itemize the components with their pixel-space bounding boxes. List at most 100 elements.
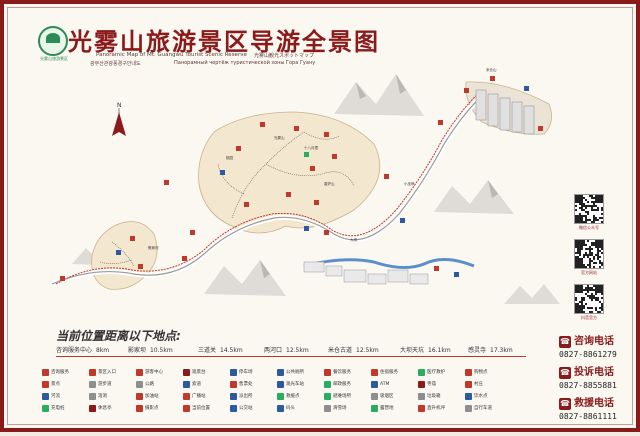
town-south xyxy=(303,261,429,285)
legend-symbol-icon xyxy=(230,393,237,400)
legend-item: 售票处 xyxy=(230,381,274,389)
legend-item: 餐饮服务 xyxy=(324,369,368,377)
legend-item: 医疗救护 xyxy=(418,369,462,377)
legend-label: 码头 xyxy=(286,406,295,411)
qr-caption: 微信公众号 xyxy=(579,225,599,230)
legend-label: 游客中心 xyxy=(145,370,163,375)
qr-caption: 抖音官方 xyxy=(581,315,597,320)
qr-caption: 官方网站 xyxy=(581,270,597,275)
logo-caption: 光雾山旅游景区 xyxy=(40,56,68,61)
legend-label: 公路 xyxy=(145,382,154,387)
legend-label: 观景台 xyxy=(192,370,206,375)
qr-code-icon[interactable] xyxy=(574,239,604,269)
map-tag-7[interactable]: 米仓山 xyxy=(486,68,497,72)
qr-block-1[interactable]: 官方网站 xyxy=(574,239,604,276)
legend-symbol-icon xyxy=(465,369,472,376)
legend-label: 垃圾箱 xyxy=(427,394,441,399)
legend-item: 吸烟区 xyxy=(371,393,415,401)
poi-markers[interactable] xyxy=(60,76,543,281)
distance-divider xyxy=(56,356,526,357)
trail-west xyxy=(99,241,135,267)
legend-symbol-icon xyxy=(183,405,190,412)
legend-item: 公共厕所 xyxy=(277,369,321,377)
phone-consult[interactable]: ☎ 咨询电话 0827-8861279 xyxy=(559,336,640,359)
legend-item: 公路 xyxy=(136,381,180,389)
legend-symbol-icon xyxy=(465,405,472,412)
legend-item: 邮政服务 xyxy=(324,381,368,389)
map-tag-0[interactable]: 光雾山 xyxy=(274,136,285,140)
phone-complaint[interactable]: ☎ 投诉电话 0827-8855881 xyxy=(559,367,640,390)
scenic-logo: 光雾山旅游景区 xyxy=(38,26,68,61)
legend-item: 景区入口 xyxy=(89,369,133,377)
legend-symbol-icon xyxy=(371,381,378,388)
legend-symbol-icon xyxy=(89,381,96,388)
map-tag-5[interactable]: 焦家河 xyxy=(148,246,159,250)
qr-block-2[interactable]: 抖音官方 xyxy=(574,284,604,321)
legend-symbol-icon xyxy=(418,405,425,412)
phone-number[interactable]: 0827-8855881 xyxy=(559,381,617,390)
map-tag-4[interactable]: 大坝 xyxy=(350,238,357,242)
legend-item: 自行车道 xyxy=(465,405,509,413)
qr-pattern xyxy=(575,285,603,313)
legend-label: 广播站 xyxy=(192,394,206,399)
legend-item: 咨询服务 xyxy=(42,369,86,377)
legend-item: ATM xyxy=(371,381,415,389)
legend-item: 码头 xyxy=(277,405,321,413)
legend-label: 停车场 xyxy=(239,370,253,375)
legend-label: 充电桩 xyxy=(51,406,65,411)
qr-code-icon[interactable] xyxy=(574,194,604,224)
compass-label: N xyxy=(117,102,122,109)
legend-symbol-icon xyxy=(183,381,190,388)
map-tag-6[interactable]: 小巫峡 xyxy=(404,182,415,186)
map-tag-2[interactable]: 十八月潭 xyxy=(304,146,318,150)
legend-label: 景区入口 xyxy=(98,370,116,375)
legend-label: 休息亭 xyxy=(98,406,112,411)
phone-rescue[interactable]: ☎ 救援电话 0827-8861111 xyxy=(559,398,640,421)
legend-item: 村庄 xyxy=(465,381,509,389)
legend-item: 游客中心 xyxy=(136,369,180,377)
legend-label: 摄影点 xyxy=(145,406,159,411)
legend-symbol-icon xyxy=(277,393,284,400)
legend-symbol-icon xyxy=(230,405,237,412)
town-east xyxy=(475,89,535,135)
legend-label: 售票处 xyxy=(239,382,253,387)
legend-symbol-icon xyxy=(136,393,143,400)
legend-label: ATM xyxy=(380,382,390,387)
legend-item: 游步道 xyxy=(89,381,133,389)
legend-symbol-icon xyxy=(136,369,143,376)
legend-symbol-icon xyxy=(136,405,143,412)
map-canvas[interactable] xyxy=(4,4,640,436)
legend-item: 购物点 xyxy=(465,369,509,377)
legend-label: 吸烟区 xyxy=(380,394,394,399)
qr-code-icon[interactable] xyxy=(574,284,604,314)
phone-number[interactable]: 0827-8861111 xyxy=(559,412,617,421)
legend-label: 公交站 xyxy=(239,406,253,411)
legend-label: 寺庙 xyxy=(427,382,436,387)
map-tag-3[interactable]: 香炉山 xyxy=(324,182,335,186)
legend-item: 公交站 xyxy=(230,405,274,413)
legend-symbol-icon xyxy=(42,393,49,400)
legend-symbol-icon xyxy=(418,381,425,388)
legend-symbol-icon xyxy=(89,369,96,376)
legend-symbol-icon xyxy=(89,405,96,412)
legend-symbol-icon xyxy=(277,369,284,376)
legend-symbol-icon xyxy=(89,393,96,400)
legend-symbol-icon xyxy=(371,405,378,412)
legend-symbol-icon xyxy=(42,405,49,412)
road-main-line xyxy=(51,93,485,285)
tour-route xyxy=(55,89,483,285)
legend-label: 河流 xyxy=(51,394,60,399)
phone-number[interactable]: 0827-8861279 xyxy=(559,350,617,359)
legend-label: 索道 xyxy=(192,382,201,387)
qr-block-0[interactable]: 微信公众号 xyxy=(574,194,604,231)
phone-icon: ☎ xyxy=(559,367,571,379)
legend-item: 休息亭 xyxy=(89,405,133,413)
legend-symbol-icon xyxy=(277,381,284,388)
map-tag-1[interactable]: 桃园 xyxy=(226,156,233,160)
legend-symbol-icon xyxy=(230,369,237,376)
